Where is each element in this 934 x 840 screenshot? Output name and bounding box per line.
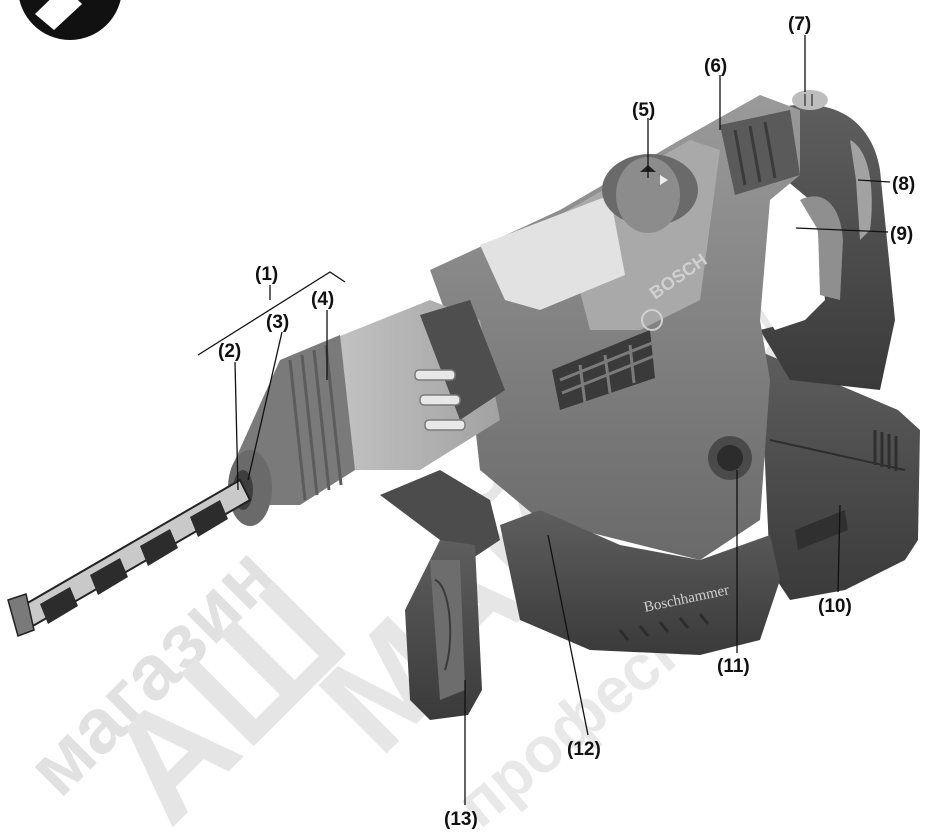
callout-label: (6) (704, 56, 727, 77)
motor-housing: BOSCH (430, 95, 800, 560)
leader-line (234, 361, 239, 491)
leader-lines (197, 35, 891, 805)
on-off-switch (708, 436, 752, 480)
callout-label: (3) (266, 312, 289, 333)
auxiliary-handle (380, 470, 500, 720)
callout-label: (13) (444, 809, 478, 830)
callout-label: (7) (788, 14, 811, 35)
leader-line (837, 504, 841, 593)
mode-selector-switch (602, 154, 698, 233)
leader-line (247, 331, 283, 481)
drill-bit (7, 478, 252, 637)
status-led (792, 90, 828, 110)
leader-line (795, 227, 889, 233)
callout-label: (12) (567, 739, 601, 760)
callout-label: (2) (218, 341, 241, 362)
callout-labels: (1) (2) (3) (4) (5) (6) (7) (8) (9) (10)… (218, 14, 915, 830)
leader-line (857, 179, 891, 183)
tool-base: Boschhammer (500, 510, 780, 655)
vibration-control-ring (720, 110, 800, 195)
callout-label: (1) (255, 264, 278, 285)
tool-holder-chuck (228, 300, 505, 526)
leader-line (197, 271, 346, 356)
battery-pack (745, 345, 920, 600)
callout-label: (4) (311, 289, 334, 310)
callout-label: (11) (717, 656, 750, 677)
leader-line (547, 534, 589, 736)
safety-symbol-icon (19, 0, 121, 40)
callout-label: (9) (890, 224, 913, 245)
callout-label: (10) (818, 596, 852, 617)
callout-label: (5) (632, 100, 655, 121)
callout-label: (8) (892, 174, 915, 195)
